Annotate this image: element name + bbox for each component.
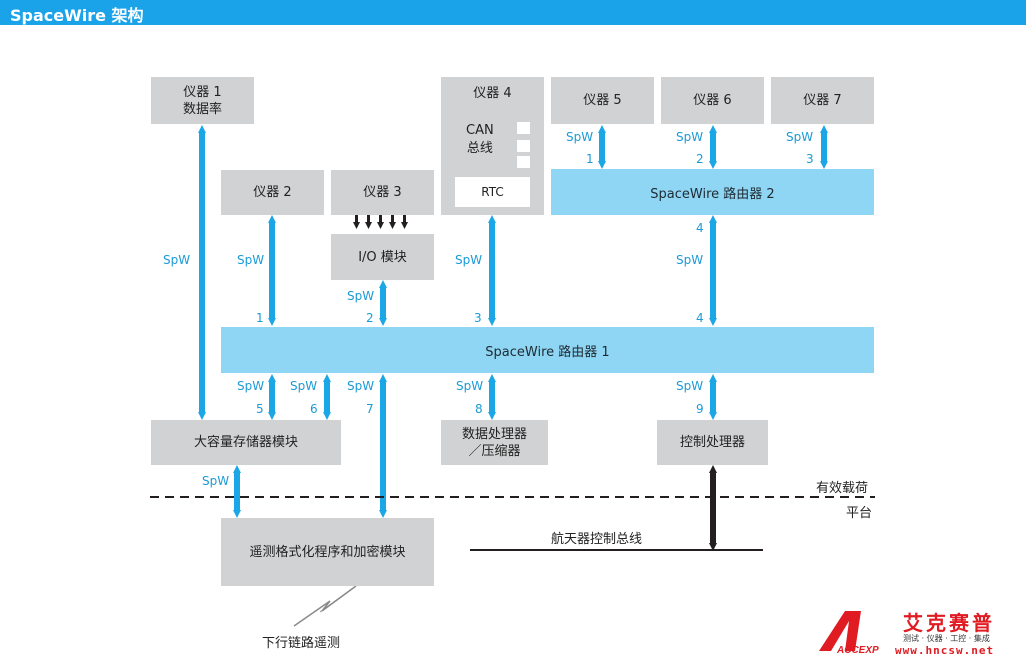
- spw-label-inst2: SpW: [237, 253, 265, 267]
- control-processor-label: 控制处理器: [679, 435, 745, 450]
- instrument-5-box: 仪器 5: [551, 77, 654, 124]
- page-title: SpaceWire 架构: [10, 6, 144, 25]
- r1-port-2: 2: [366, 311, 374, 325]
- logo-brand-cn: 艾克赛普: [903, 611, 995, 635]
- instrument-4-label: 仪器 4: [473, 86, 512, 101]
- r2-port-4: 4: [696, 221, 704, 235]
- r1-port-9: 9: [696, 402, 704, 416]
- r2-port-3: 3: [806, 152, 814, 166]
- link-inst4-r1: [488, 215, 496, 326]
- downlink-label: 下行链路遥测: [262, 636, 341, 651]
- telemetry-encryption-box: 遥测格式化程序和加密模块: [221, 518, 434, 586]
- io-module-box: I/O 模块: [331, 234, 434, 280]
- r1-port-6: 6: [310, 402, 318, 416]
- io-input-arrows: [353, 214, 408, 229]
- instrument-5-label: 仪器 5: [583, 93, 622, 108]
- link-r1-port8: [488, 374, 496, 420]
- spw-label-io: SpW: [347, 289, 375, 303]
- instrument-7-label: 仪器 7: [803, 93, 842, 108]
- payload-label: 有效载荷: [816, 481, 869, 496]
- instrument-7-box: 仪器 7: [771, 77, 874, 124]
- logo-url: www.hncsw.net: [895, 644, 995, 657]
- link-inst6-r2: [709, 125, 717, 169]
- spw-label-inst1: SpW: [163, 253, 191, 267]
- instrument-6-box: 仪器 6: [661, 77, 764, 124]
- r2-port-1: 1: [586, 152, 594, 166]
- r1-port-5: 5: [256, 402, 264, 416]
- can-bus-label: CAN 总线: [466, 123, 494, 156]
- instrument-1-box: 仪器 1 数据率: [151, 77, 254, 124]
- io-module-label: I/O 模块: [358, 249, 407, 265]
- link-r1-port6: [323, 374, 331, 420]
- spacecraft-bus-label: 航天器控制总线: [551, 532, 643, 547]
- spacewire-router-1: SpaceWire 路由器 1: [221, 327, 874, 373]
- spw-label-inst4: SpW: [455, 253, 483, 267]
- instrument-3-label: 仪器 3: [363, 185, 402, 200]
- can-node-1: [517, 122, 530, 134]
- link-mass-telemetry: [233, 465, 241, 518]
- mass-storage-label: 大容量存储器模块: [193, 435, 298, 450]
- logo-brand-en: ACCEXP: [836, 645, 879, 656]
- r1-port-8: 8: [475, 402, 483, 416]
- router-2-label: SpaceWire 路由器 2: [650, 186, 775, 202]
- can-node-3: [517, 156, 530, 168]
- data-processor-label: 数据处理器 ／压缩器: [461, 426, 527, 459]
- instrument-6-label: 仪器 6: [693, 93, 732, 108]
- platform-label: 平台: [846, 506, 873, 521]
- spw-label-port5: SpW: [237, 379, 265, 393]
- rtc-box: RTC: [455, 177, 530, 207]
- link-io-r1: [379, 280, 387, 326]
- spw-label-inst6: SpW: [676, 130, 704, 144]
- link-r1-port9: [709, 374, 717, 420]
- rtc-label: RTC: [481, 185, 504, 199]
- can-node-2: [517, 140, 530, 152]
- header-bar: SpaceWire 架构: [0, 0, 1026, 25]
- link-inst1-mass: [198, 125, 206, 420]
- r1-port-3: 3: [474, 311, 482, 325]
- control-processor-box: 控制处理器: [657, 420, 768, 465]
- r1-port-1: 1: [256, 311, 264, 325]
- r1-port-4: 4: [696, 311, 704, 325]
- link-r1-port5: [268, 374, 276, 420]
- spw-label-port9: SpW: [676, 379, 704, 393]
- telemetry-encryption-label: 遥测格式化程序和加密模块: [249, 544, 406, 560]
- spw-label-inst5: SpW: [566, 130, 594, 144]
- accexp-logo: ACCEXP 艾克赛普 测试 · 仪器 · 工控 · 集成 www.hncsw.…: [815, 607, 1020, 657]
- logo-mark-icon: ACCEXP: [819, 611, 879, 656]
- spw-label-port8: SpW: [456, 379, 484, 393]
- link-control-bus: [709, 465, 717, 551]
- instrument-1-label: 仪器 1 数据率: [182, 84, 222, 117]
- instrument-2-label: 仪器 2: [253, 185, 292, 200]
- link-inst2-r1: [268, 215, 276, 326]
- link-inst7-r2: [820, 125, 828, 169]
- link-r1-port7: [379, 374, 387, 518]
- link-inst5-r2: [598, 125, 606, 169]
- spw-label-mass-telemetry: SpW: [202, 474, 230, 488]
- r1-port-7: 7: [366, 402, 374, 416]
- logo-tagline: 测试 · 仪器 · 工控 · 集成: [903, 634, 990, 643]
- spw-label-r2-r1: SpW: [676, 253, 704, 267]
- spw-label-port6: SpW: [290, 379, 318, 393]
- spacewire-router-2: SpaceWire 路由器 2: [551, 169, 874, 215]
- router-1-label: SpaceWire 路由器 1: [485, 344, 610, 360]
- mass-storage-box: 大容量存储器模块: [151, 420, 341, 465]
- instrument-3-box: 仪器 3: [331, 170, 434, 215]
- spw-label-port7: SpW: [347, 379, 375, 393]
- spw-links: [198, 125, 828, 518]
- data-processor-box: 数据处理器 ／压缩器: [441, 420, 548, 465]
- r2-port-2: 2: [696, 152, 704, 166]
- spw-label-inst7: SpW: [786, 130, 814, 144]
- instrument-2-box: 仪器 2: [221, 170, 324, 215]
- link-r2-r1: [709, 215, 717, 326]
